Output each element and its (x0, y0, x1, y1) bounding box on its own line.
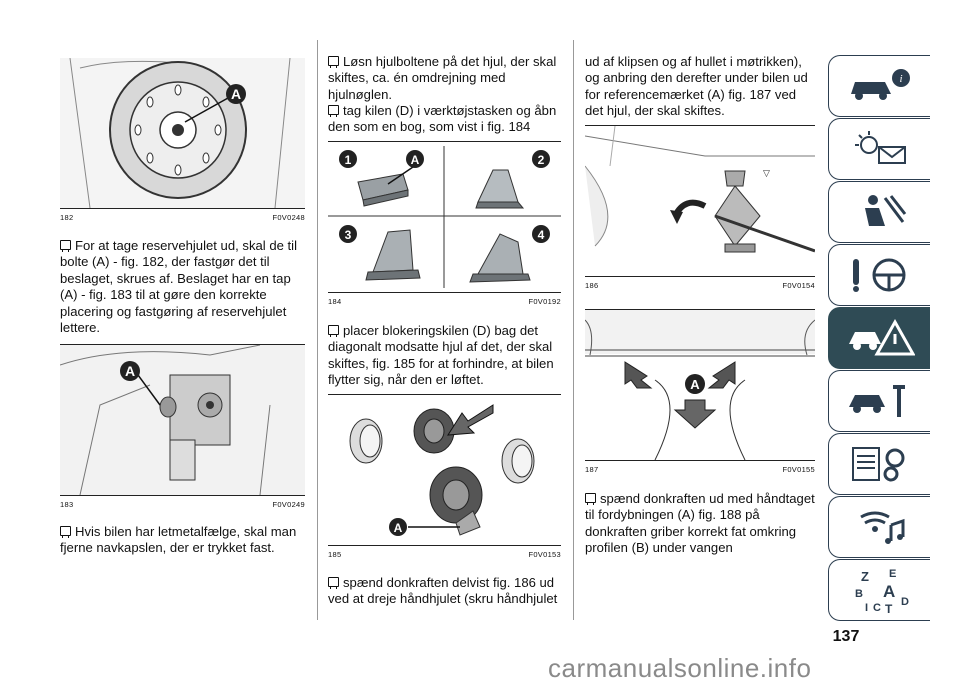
index-letter: T (885, 602, 893, 615)
bullet-icon (328, 325, 339, 337)
index-letter: E (889, 568, 896, 580)
tab-car-info[interactable]: i (828, 55, 930, 117)
tab-driving[interactable] (828, 244, 930, 306)
figure-number: 187 (585, 465, 599, 474)
figure-number: 182 (60, 213, 74, 222)
tab-emergency[interactable] (828, 307, 930, 369)
tab-warning-lights[interactable] (828, 118, 930, 180)
paragraph: placer blokeringskilen (D) bag det diago… (328, 323, 561, 389)
bullet-icon (60, 526, 71, 538)
figure-number: 184 (328, 297, 342, 306)
paragraph: tag kilen (D) i værktøjstasken og åbn de… (328, 103, 561, 136)
car-info-icon: i (850, 69, 910, 100)
figure-183: A (60, 345, 305, 496)
figure-185: A (328, 395, 561, 546)
spare-wheel-bracket-illustration: A (60, 345, 305, 495)
index-letter: Z (861, 569, 869, 584)
callout-a: A (125, 363, 135, 379)
index-icon: Z E B A D I C T (855, 568, 909, 615)
paragraph: ud af klipsen og af hullet i møtrikken),… (585, 54, 815, 120)
paragraph-text: Løsn hjulboltene på det hjul, der skal s… (328, 54, 557, 102)
paragraph-text: For at tage reservehjulet ud, skal de ti… (60, 238, 297, 336)
bullet-icon (328, 56, 339, 68)
step-marker: 3 (345, 228, 352, 242)
figure-code: F0V0155 (782, 465, 815, 474)
paragraph: For at tage reservehjulet ud, skal de ti… (60, 238, 305, 336)
jack-illustration: ▽ (585, 126, 815, 253)
step-marker: 1 (345, 153, 352, 167)
figure-top-rule (60, 344, 305, 345)
page-number: 137 (832, 628, 860, 645)
paragraph: Løsn hjulboltene på det hjul, der skal s… (328, 54, 561, 103)
figure-number: 183 (60, 500, 74, 509)
paragraph-text: ud af klipsen og af hullet i møtrikken),… (585, 54, 808, 119)
callout-a: A (690, 377, 700, 392)
svg-text:i: i (899, 73, 902, 85)
index-letter: A (883, 582, 895, 601)
index-letter: C (873, 602, 881, 614)
tab-safety[interactable] (828, 181, 930, 243)
figure-number: 186 (585, 281, 599, 290)
paragraph-text: placer blokeringskilen (D) bag det diago… (328, 323, 554, 388)
svg-text:▽: ▽ (763, 168, 770, 178)
emergency-icon (848, 318, 915, 356)
watermark: carmanualsonline.info (548, 653, 812, 683)
wheel-chock-placement-illustration: A (349, 404, 535, 536)
figure-code: F0V0248 (272, 213, 305, 222)
paragraph: spænd donkraften ud med håndtaget til fo… (585, 491, 815, 557)
paragraph-text: spænd donkraften delvist fig. 186 ud ved… (328, 575, 558, 607)
column-divider (573, 40, 574, 620)
figure-code: F0V0192 (528, 297, 561, 306)
callout-a: A (411, 153, 420, 167)
callout-a: A (231, 86, 241, 102)
technical-data-icon (851, 447, 904, 482)
figure-top-rule (328, 394, 561, 395)
bullet-icon (60, 240, 71, 252)
wedge-opening-illustration: 1 A 2 3 4 (328, 146, 561, 288)
bullet-icon (585, 493, 596, 505)
driving-steering-icon (852, 258, 905, 292)
figure-182: A (60, 58, 305, 209)
bullet-icon (328, 577, 339, 589)
bullet-icon (328, 105, 339, 117)
paragraph-text: tag kilen (D) i værktøjstasken og åbn de… (328, 103, 557, 135)
figure-186: ▽ (585, 126, 815, 277)
figure-187: A (585, 310, 815, 461)
step-marker: 4 (538, 228, 545, 242)
index-letter: B (855, 588, 863, 600)
step-marker: 2 (538, 153, 545, 167)
figure-top-rule (585, 125, 815, 126)
safety-airbag-icon (864, 195, 906, 226)
index-letter: I (865, 602, 868, 614)
column-divider (317, 40, 318, 620)
paragraph-text: spænd donkraften ud med håndtaget til fo… (585, 491, 815, 556)
maintenance-icon (848, 385, 905, 417)
tab-index[interactable]: Z E B A D I C T (828, 559, 930, 621)
figure-top-rule (328, 141, 561, 142)
reference-mark-illustration: A (585, 310, 815, 460)
figure-top-rule (585, 309, 815, 310)
paragraph: Hvis bilen har letmetalfælge, skal man f… (60, 524, 305, 557)
figure-code: F0V0153 (528, 550, 561, 559)
warning-lights-icon (854, 131, 906, 164)
tab-multimedia[interactable] (828, 496, 930, 558)
figure-code: F0V0154 (782, 281, 815, 290)
paragraph: spænd donkraften delvist fig. 186 ud ved… (328, 575, 561, 608)
spare-wheel-illustration: A (60, 58, 305, 208)
callout-a: A (394, 521, 403, 535)
figure-number: 185 (328, 550, 342, 559)
figure-184: 1 A 2 3 4 (328, 142, 561, 293)
index-letter: D (901, 596, 909, 608)
tab-maintenance[interactable] (828, 370, 930, 432)
multimedia-icon (859, 511, 904, 544)
figure-code: F0V0249 (272, 500, 305, 509)
tab-technical-data[interactable] (828, 433, 930, 495)
paragraph-text: Hvis bilen har letmetalfælge, skal man f… (60, 524, 297, 556)
